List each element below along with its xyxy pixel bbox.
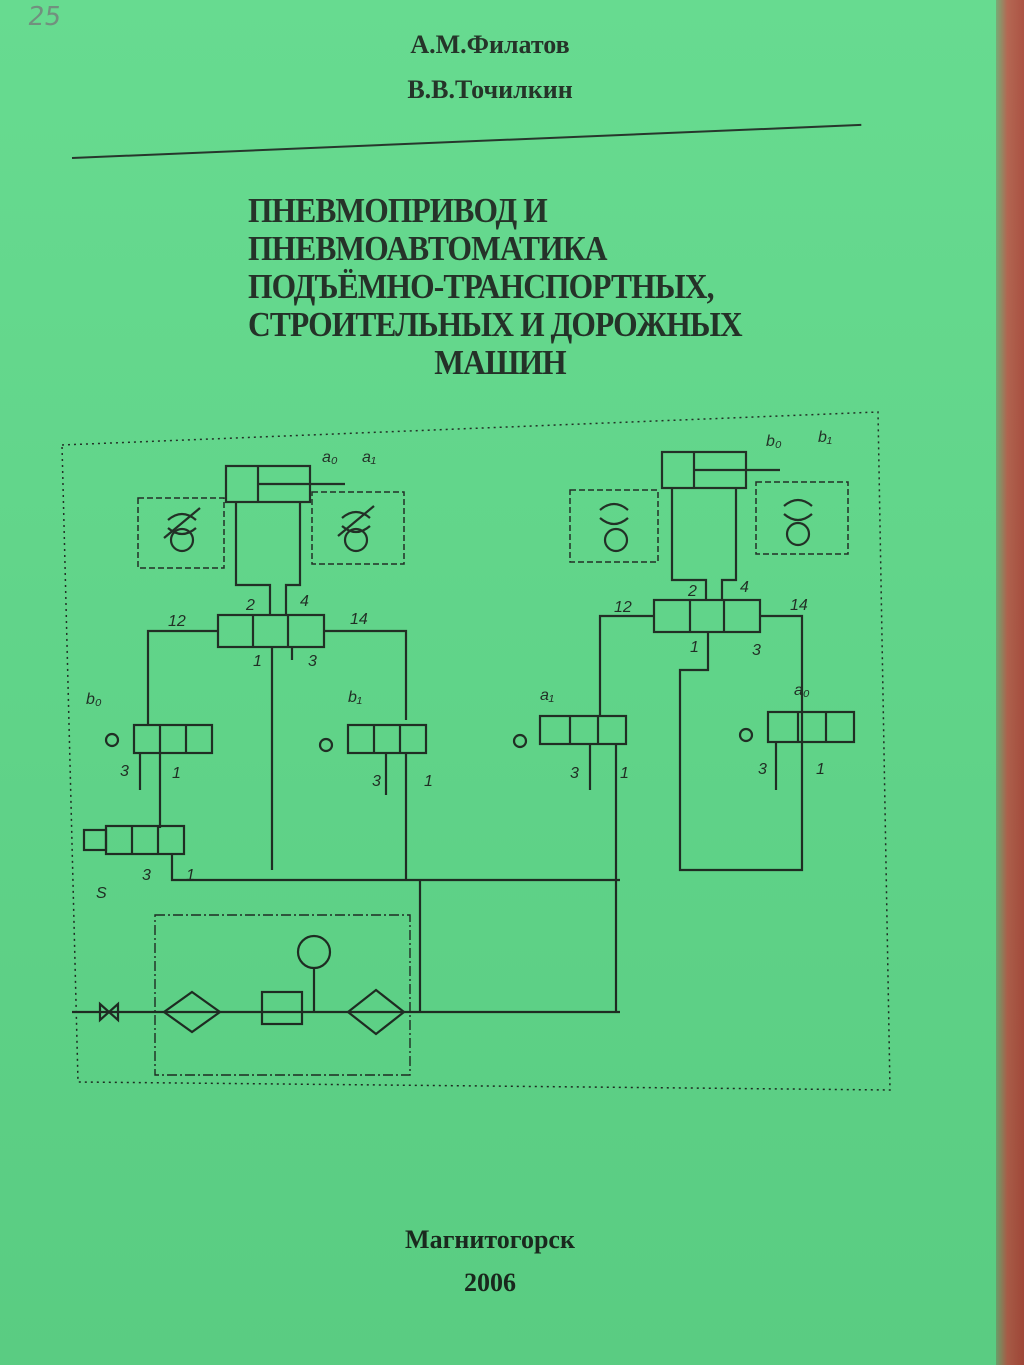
author-2: В.В.Точилкин: [407, 75, 573, 104]
label-14-right: 14: [790, 597, 808, 614]
title-line: ПНЕВМОАВТОМАТИКА: [248, 229, 607, 268]
label-3-valve-b1: 3: [372, 773, 381, 790]
label-a0-right: a₀: [794, 682, 810, 699]
label-a1: a₁: [362, 449, 376, 466]
label-12-right: 12: [614, 599, 632, 616]
pressure-gauge: [296, 934, 332, 970]
main-valve-right: [652, 598, 762, 634]
label-4: 4: [300, 593, 309, 610]
book-edge: [996, 0, 1024, 1365]
title-line: МАШИН: [434, 343, 566, 382]
label-b0-left: b₀: [86, 691, 102, 708]
book-title: ПНЕВМОПРИВОД И ПНЕВМОАВТОМАТИКА ПОДЪЁМНО…: [212, 192, 788, 382]
title-line: СТРОИТЕЛЬНЫХ И ДОРОЖНЫХ: [248, 305, 743, 344]
regulator: [260, 990, 304, 1026]
title-line: ПНЕВМОПРИВОД И: [248, 191, 548, 230]
label-1-start: 1: [186, 867, 195, 884]
lubricator: [346, 988, 406, 1036]
label-b0: b₀: [766, 433, 782, 450]
label-3-start: 3: [142, 867, 151, 884]
label-3-valve: 3: [120, 763, 129, 780]
diagram-frame: [61, 411, 891, 1091]
label-3: 3: [308, 653, 317, 670]
label-b1: b₁: [818, 429, 832, 446]
filter: [162, 990, 222, 1034]
label-a1-right: a₁: [540, 687, 554, 704]
publisher-city: Магнитогорск: [405, 1225, 575, 1254]
label-3-valve-a1: 3: [570, 765, 579, 782]
label-3-right: 3: [752, 642, 761, 659]
label-s: S: [96, 885, 107, 902]
label-1-valve: 1: [172, 765, 181, 782]
label-a0: a₀: [322, 449, 338, 466]
label-1-valve-a1: 1: [620, 765, 629, 782]
label-1-valve-b1: 1: [424, 773, 433, 790]
label-1-valve-a0: 1: [816, 761, 825, 778]
label-1-right: 1: [690, 639, 699, 656]
label-b1-mid: b₁: [348, 689, 362, 706]
author-1: А.М.Филатов: [410, 30, 570, 59]
label-2: 2: [245, 597, 255, 614]
label-2-right: 2: [687, 583, 697, 600]
label-1: 1: [253, 653, 262, 670]
title-line: ПОДЪЁМНО-ТРАНСПОРТНЫХ,: [248, 267, 714, 306]
label-14: 14: [350, 611, 368, 628]
main-valve-left: [216, 613, 326, 649]
label-4-right: 4: [740, 579, 749, 596]
label-12: 12: [168, 613, 186, 630]
label-3-valve-a0: 3: [758, 761, 767, 778]
publication-year: 2006: [464, 1268, 516, 1297]
